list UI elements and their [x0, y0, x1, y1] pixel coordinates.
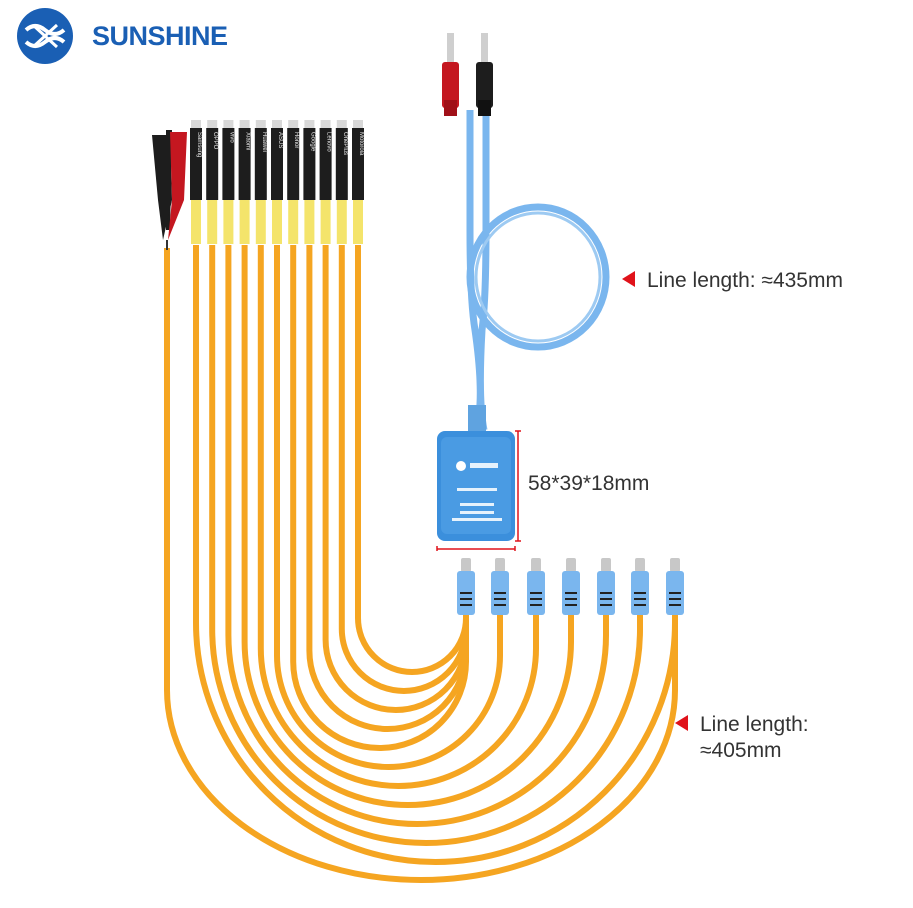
usbc-connector [457, 558, 475, 615]
tip-label: Huawei [261, 132, 267, 152]
usbc-connector [491, 558, 509, 615]
connector-tip [238, 120, 251, 244]
usbc-connector [562, 558, 580, 615]
orange-cable [290, 245, 469, 751]
tip-label: ASUS [277, 132, 283, 148]
orange-cable [322, 245, 469, 713]
dimension-bracket [436, 430, 521, 551]
line-length-top: Line length: ≈435mm [647, 269, 843, 292]
orange-cable [274, 245, 503, 770]
connector-tip [190, 120, 202, 244]
connector-tip [254, 120, 267, 244]
tip-label: Lenovo [326, 132, 332, 152]
orange-cable [355, 245, 469, 675]
blue-power-cable [466, 110, 610, 432]
tip-label: Honor [293, 132, 299, 148]
usbc-connector [666, 558, 684, 615]
connector-tip [352, 120, 364, 244]
sunshine-logo-icon [17, 8, 73, 64]
tip-label: Google [309, 132, 315, 152]
connector-tip [222, 120, 235, 244]
usbc-connectors [457, 558, 684, 615]
orange-cable [193, 245, 678, 865]
connector-tip [206, 120, 219, 244]
brand-name: SUNSHINE [92, 20, 228, 51]
usbc-connector [631, 558, 649, 615]
red-arrow-icon [622, 271, 635, 287]
orange-cable [209, 245, 643, 846]
orange-cable-group [164, 245, 678, 883]
brand-logo: SUNSHINE [16, 8, 228, 64]
connector-tip [303, 120, 316, 244]
orange-cable [241, 245, 574, 808]
orange-cable [164, 248, 678, 883]
orange-cable [306, 245, 469, 732]
banana-plug-black [476, 33, 493, 116]
android-module-box [437, 405, 515, 541]
tip-label: OnePlus [342, 132, 348, 155]
connector-tip [287, 120, 300, 244]
tip-label: vivo [228, 132, 234, 143]
banana-plug-red [442, 33, 459, 116]
tip-label: Xiaomi [245, 132, 251, 150]
line-length-top-callout: Line length: ≈435mm [622, 268, 843, 294]
connector-tip [271, 120, 283, 244]
module-dimensions: 58*39*18mm [528, 472, 650, 495]
usbc-connector [597, 558, 615, 615]
line-length-bottom-label: Line length: [700, 713, 809, 736]
orange-cable [257, 245, 539, 789]
usbc-connector [527, 558, 545, 615]
connector-tip [335, 120, 348, 244]
tip-label: Motorola [358, 132, 364, 156]
connector-tip [319, 120, 332, 244]
tip-label: OPPO [212, 132, 218, 150]
line-length-bottom-value: ≈405mm [700, 739, 782, 762]
alligator-clip [152, 130, 187, 250]
orange-cable [225, 245, 609, 827]
red-arrow-icon [675, 715, 688, 731]
tip-label: Samsung [196, 132, 202, 157]
connector-tips: Samsung OPPO vivo Xiaomi Huawei ASUS Hon… [190, 120, 364, 244]
line-length-bottom-callout: Line length: ≈405mm [675, 712, 809, 764]
orange-cable [338, 245, 469, 694]
